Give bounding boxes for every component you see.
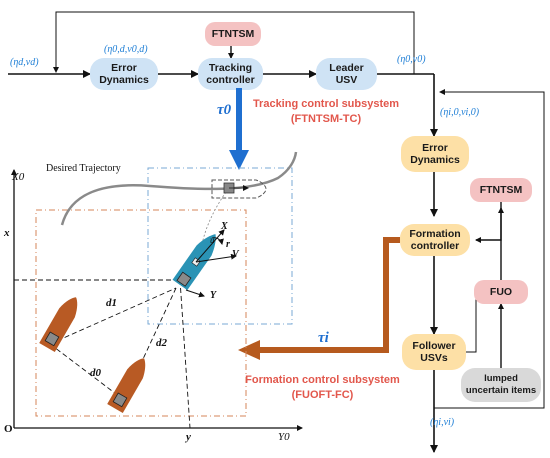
ftntsm-top-label: FTNTSM xyxy=(211,28,255,40)
d2-label: d2 xyxy=(156,337,167,349)
leader-box xyxy=(147,167,293,325)
r-arc xyxy=(211,237,224,245)
taui-label: τi xyxy=(318,330,329,346)
follower-out-label: (ηi,vi) xyxy=(430,417,455,428)
y-tick-label: y xyxy=(186,431,191,443)
desired-trajectory-label: Desired Trajectory xyxy=(46,163,121,174)
ftntsm-right-box xyxy=(470,178,532,202)
follower-usvs-label: Follower USVs xyxy=(412,340,456,364)
tracking-subsystem-abbr: (FTNTSM-TC) xyxy=(290,113,362,125)
error-right-in-label: (ηi,0,vi,0) xyxy=(440,107,480,118)
tracking-subsystem-title: Tracking control subsystem xyxy=(252,98,400,110)
d2-line xyxy=(123,287,177,401)
tau0-arrowhead xyxy=(229,150,249,170)
follower-usvs-box xyxy=(402,334,466,370)
top-feedback xyxy=(53,11,415,74)
x0-axis-label: X0 xyxy=(12,171,25,183)
follower-boat-2 xyxy=(107,358,146,414)
reference-boat xyxy=(211,179,267,199)
ftntsm-top-box xyxy=(205,22,261,46)
tracking-controller-label: Tracking controller xyxy=(206,62,255,86)
fuo-box xyxy=(474,280,528,304)
d0-label: d0 xyxy=(90,367,101,379)
v-arrow xyxy=(195,253,237,263)
formation-controller-label: Formation controller xyxy=(409,228,461,252)
error-dynamics-top-label: Error Dynamics xyxy=(99,62,149,86)
body-x-arrow xyxy=(195,229,225,263)
body-x-label: X xyxy=(221,221,228,232)
error-in-label: (η0,d,v0,d) xyxy=(104,44,148,55)
leader-usv-label: Leader USV xyxy=(329,62,364,86)
d0-line xyxy=(49,343,125,401)
d1-line xyxy=(49,287,177,345)
input-ref-label: (ηd,vd) xyxy=(10,57,39,68)
u-label: u xyxy=(210,235,215,245)
lumped-box xyxy=(461,368,541,402)
leader-out-label: (η0,v0) xyxy=(397,54,426,65)
x-tick-label: x xyxy=(4,227,10,239)
follower-boat-1 xyxy=(39,297,78,353)
formation-box xyxy=(35,209,247,417)
error-dynamics-right-label: Error Dynamics xyxy=(410,142,460,166)
tracking-controller-box xyxy=(198,58,263,90)
r-label: r xyxy=(226,239,230,250)
formation-subsystem-abbr: (FUOFT-FC) xyxy=(291,389,354,401)
tau0-label: τ0 xyxy=(217,102,232,118)
body-y-label: Y xyxy=(210,290,217,301)
leader-usv-box xyxy=(316,58,377,90)
error-dynamics-right-box xyxy=(401,136,469,172)
body-y-arrow xyxy=(185,289,205,298)
ftntsm-right-label: FTNTSM xyxy=(479,184,523,196)
right-feedback xyxy=(434,89,545,409)
desired-trajectory-curve xyxy=(60,151,298,226)
formation-controller-box xyxy=(400,224,470,256)
ftntsm-to-formation xyxy=(475,202,502,243)
y-reference-line xyxy=(179,279,191,429)
origin-label: O xyxy=(4,423,13,435)
lumped-label: lumped uncertain items xyxy=(465,373,537,396)
taui-shaft xyxy=(258,237,400,353)
y0-axis-label: Y0 xyxy=(278,431,290,443)
v-label: V xyxy=(232,249,239,260)
d1-label: d1 xyxy=(106,297,117,309)
error-dynamics-top-box xyxy=(90,58,158,90)
fuo-label: FUO xyxy=(489,286,513,298)
formation-subsystem-title: Formation control subsystem xyxy=(245,374,400,386)
taui-arrowhead xyxy=(238,340,260,360)
